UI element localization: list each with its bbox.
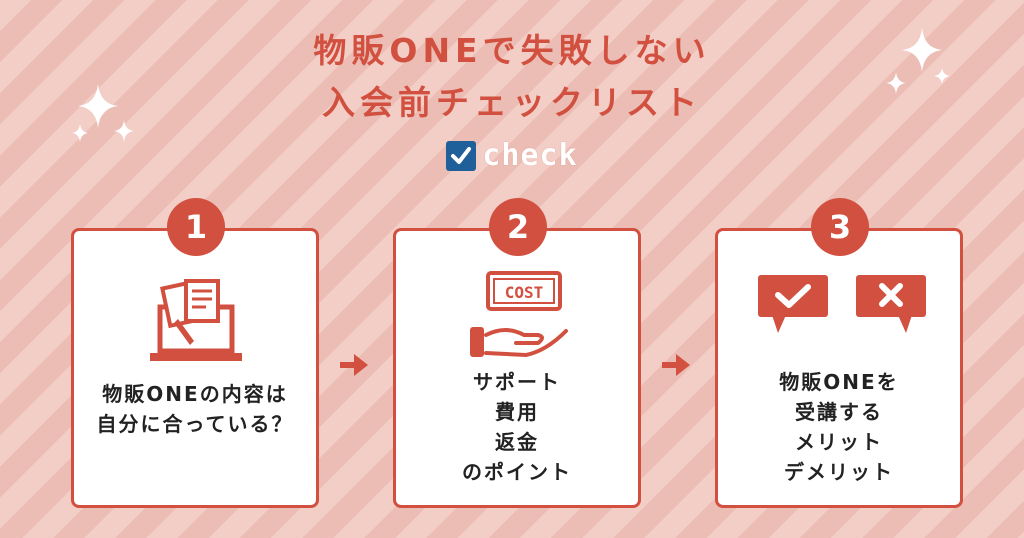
sparkle-icon	[72, 84, 134, 142]
check-word: check	[482, 138, 578, 173]
page-title-line2: 入会前チェックリスト	[322, 83, 702, 122]
sparkle-icon	[886, 28, 950, 94]
step-2-line: 返金	[495, 430, 539, 454]
step-2-line: のポイント	[462, 460, 572, 484]
step-2-line: 費用	[495, 400, 539, 424]
step-3-line: 受講する	[795, 400, 883, 424]
step-2-text: サポート 費用 返金 のポイント	[396, 367, 638, 487]
checkbox-icon	[446, 140, 477, 171]
check-label-row: check	[0, 138, 1024, 173]
step-3-text: 物販ONEを 受講する メリット デメリット	[718, 367, 960, 487]
step-1-text: 物販ONEの内容は 自分に合っている？	[74, 379, 316, 439]
step-card-2: COST サポート 費用 返金 のポイント	[393, 228, 641, 508]
step-number-1: 1	[167, 198, 225, 256]
page-title-line1: 物販ONEで失敗しない	[313, 31, 711, 70]
cross-bubble-icon	[856, 275, 926, 333]
arrow-right-icon	[662, 354, 690, 376]
step-1-line: 自分に合っている？	[96, 412, 294, 436]
step-number-2: 2	[489, 198, 547, 256]
step-3-line: メリット	[795, 430, 883, 454]
step-2-line: サポート	[473, 370, 561, 394]
step-3-line: 物販ONEを	[779, 370, 899, 394]
step-number-3: 3	[811, 198, 869, 256]
cost-hand-icon: COST	[470, 271, 568, 358]
check-bubble-icon	[758, 275, 828, 333]
step-3-line: デメリット	[784, 460, 894, 484]
step-card-3: 物販ONEを 受講する メリット デメリット	[715, 228, 963, 508]
cost-label: COST	[505, 283, 544, 302]
step-1-line: 物販ONEの内容は	[102, 382, 288, 406]
arrow-right-icon	[340, 354, 368, 376]
step-card-1: 物販ONEの内容は 自分に合っている？	[71, 228, 319, 508]
laptop-documents-icon	[150, 279, 242, 361]
